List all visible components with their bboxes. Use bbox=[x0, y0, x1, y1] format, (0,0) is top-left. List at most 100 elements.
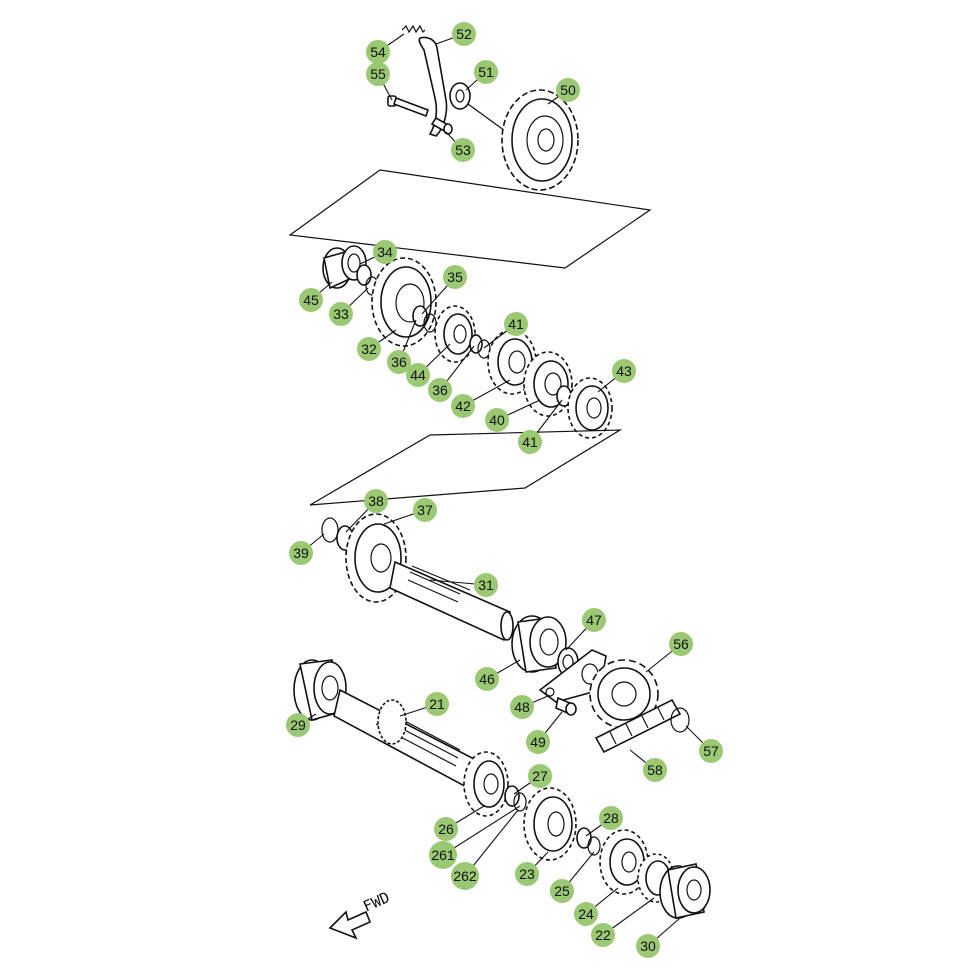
part-callout-25: 25 bbox=[550, 879, 574, 903]
circlip bbox=[587, 836, 601, 856]
callout-number: 51 bbox=[478, 64, 494, 80]
part-callout-22: 22 bbox=[591, 923, 615, 947]
part-callout-48: 48 bbox=[510, 695, 534, 719]
part-callout-38: 38 bbox=[364, 489, 388, 513]
callout-bubble bbox=[518, 430, 542, 454]
callout-bubble bbox=[475, 667, 499, 691]
callout-bubble bbox=[299, 288, 323, 312]
callout-number: 33 bbox=[333, 306, 349, 322]
part-callout-58: 58 bbox=[643, 758, 667, 782]
bearing bbox=[511, 615, 567, 673]
grouping-frame bbox=[309, 429, 623, 506]
washer bbox=[576, 827, 592, 849]
part-callout-41: 41 bbox=[504, 312, 528, 336]
part-callout-41: 41 bbox=[518, 430, 542, 454]
callout-number: 56 bbox=[673, 636, 689, 652]
callout-number: 58 bbox=[647, 762, 663, 778]
callout-number: 27 bbox=[532, 768, 548, 784]
callout-number: 50 bbox=[560, 82, 576, 98]
spring bbox=[401, 24, 426, 34]
callout-bubble bbox=[443, 265, 467, 289]
callout-bubble bbox=[474, 573, 498, 597]
callout-bubble bbox=[699, 739, 723, 763]
callout-bubble bbox=[364, 489, 388, 513]
gear bbox=[567, 377, 613, 439]
callout-bubble bbox=[643, 758, 667, 782]
part-callout-39: 39 bbox=[289, 541, 313, 565]
callout-bubble bbox=[366, 62, 390, 86]
shaft bbox=[389, 560, 514, 642]
chain-clip bbox=[670, 707, 690, 733]
callout-bubble bbox=[329, 302, 353, 326]
part-callout-40: 40 bbox=[485, 408, 509, 432]
callout-bubble bbox=[451, 394, 475, 418]
gear bbox=[523, 787, 577, 861]
callout-bubble bbox=[485, 408, 509, 432]
callout-number: 36 bbox=[391, 354, 407, 370]
callout-bubble bbox=[504, 312, 528, 336]
circlip bbox=[513, 792, 527, 812]
part-callout-55: 55 bbox=[366, 62, 390, 86]
callout-number: 53 bbox=[455, 142, 471, 158]
part-callout-23: 23 bbox=[515, 862, 539, 886]
callout-number: 24 bbox=[578, 906, 594, 922]
callout-number: 40 bbox=[489, 412, 505, 428]
callout-bubble bbox=[510, 695, 534, 719]
pin bbox=[430, 116, 453, 135]
callout-bubble bbox=[373, 240, 397, 264]
callout-bubble bbox=[366, 40, 390, 64]
callout-number: 36 bbox=[432, 382, 448, 398]
callout-number: 31 bbox=[478, 577, 494, 593]
callout-number: 41 bbox=[508, 316, 524, 332]
circlip bbox=[321, 517, 339, 543]
callout-number: 54 bbox=[370, 44, 386, 60]
callout-bubble bbox=[515, 862, 539, 886]
callout-number: 37 bbox=[417, 502, 433, 518]
part-callout-54: 54 bbox=[366, 40, 390, 64]
part-callout-43: 43 bbox=[612, 359, 636, 383]
part-callout-42: 42 bbox=[451, 394, 475, 418]
callout-number: 43 bbox=[616, 363, 632, 379]
callout-bubble bbox=[413, 498, 437, 522]
bolt bbox=[387, 95, 430, 118]
part-callout-44: 44 bbox=[406, 363, 430, 387]
callout-number: 52 bbox=[456, 26, 472, 42]
part-callout-37: 37 bbox=[413, 498, 437, 522]
part-callout-31: 31 bbox=[474, 573, 498, 597]
washer bbox=[504, 785, 520, 807]
callout-number: 261 bbox=[431, 847, 455, 863]
callout-number: 42 bbox=[455, 398, 471, 414]
callout-bubble bbox=[669, 632, 693, 656]
callout-bubble bbox=[357, 337, 381, 361]
forward-direction-indicator: FWD bbox=[328, 888, 392, 940]
part-callout-262: 262 bbox=[451, 862, 479, 890]
callout-bubble bbox=[526, 730, 550, 754]
retainer-plate bbox=[538, 649, 607, 703]
part-callout-24: 24 bbox=[574, 902, 598, 926]
callout-number: 32 bbox=[361, 341, 377, 357]
part-callout-27: 27 bbox=[528, 764, 552, 788]
part-callout-34: 34 bbox=[373, 240, 397, 264]
gear bbox=[501, 89, 579, 191]
stopper-plate bbox=[418, 36, 448, 137]
shaft bbox=[333, 688, 481, 792]
callout-bubble bbox=[474, 60, 498, 84]
callout-number: 35 bbox=[447, 269, 463, 285]
callout-number: 38 bbox=[368, 493, 384, 509]
callout-bubble bbox=[428, 378, 452, 402]
part-callout-32: 32 bbox=[357, 337, 381, 361]
callout-bubble bbox=[599, 806, 623, 830]
washer bbox=[356, 264, 372, 286]
callout-number: 45 bbox=[303, 292, 319, 308]
part-callout-47: 47 bbox=[582, 608, 606, 632]
callout-number: 46 bbox=[479, 671, 495, 687]
callout-bubble bbox=[574, 902, 598, 926]
callout-number: 47 bbox=[586, 612, 602, 628]
callout-bubble bbox=[591, 923, 615, 947]
callout-number: 262 bbox=[453, 868, 477, 884]
callout-number: 29 bbox=[290, 717, 306, 733]
leader-line bbox=[442, 805, 521, 856]
fwd-label: FWD bbox=[360, 888, 392, 915]
